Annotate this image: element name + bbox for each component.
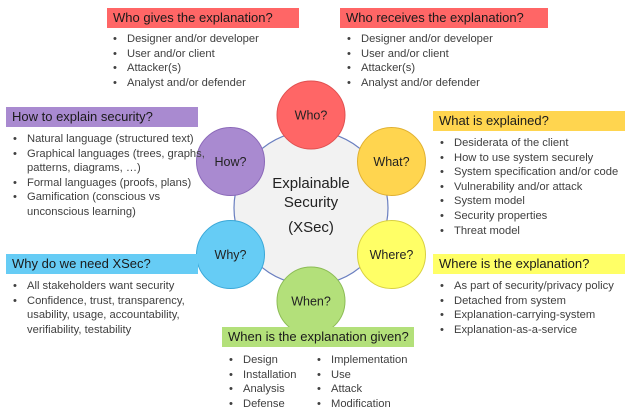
petal-where bbox=[357, 220, 426, 289]
how-list: Natural language (structured text)Graphi… bbox=[13, 132, 205, 220]
who-receives-item: Analyst and/or defender bbox=[347, 76, 547, 91]
who-receives-header: Who receives the explanation? bbox=[340, 8, 548, 28]
what-header: What is explained? bbox=[433, 111, 625, 131]
where-item: Detached from system bbox=[440, 294, 630, 309]
petal-who bbox=[276, 80, 346, 150]
when-item: Defense bbox=[229, 397, 319, 412]
who-gives-item: User and/or client bbox=[113, 47, 303, 62]
who-receives-title: Who receives the explanation? bbox=[346, 10, 524, 25]
center-line-3: (XSec) bbox=[288, 219, 334, 236]
where-list: As part of security/privacy policyDetach… bbox=[440, 279, 630, 337]
who-gives-title: Who gives the explanation? bbox=[113, 10, 273, 25]
how-item: Gamification (conscious vs unconscious l… bbox=[13, 190, 205, 219]
how-item: Formal languages (proofs, plans) bbox=[13, 176, 205, 191]
what-item: Security properties bbox=[440, 209, 628, 224]
what-item: How to use system securely bbox=[440, 151, 628, 166]
when-list-col1: DesignInstallationAnalysisDefense bbox=[229, 353, 319, 411]
when-item: Analysis bbox=[229, 382, 319, 397]
who-receives-item: User and/or client bbox=[347, 47, 547, 62]
how-header: How to explain security? bbox=[6, 107, 198, 127]
when-item: Attack bbox=[317, 382, 417, 397]
petal-what bbox=[357, 127, 426, 196]
petal-label-where: Where? bbox=[370, 248, 414, 262]
what-item: System specification and/or code bbox=[440, 165, 628, 180]
who-receives-item: Attacker(s) bbox=[347, 61, 547, 76]
where-item: As part of security/privacy policy bbox=[440, 279, 630, 294]
who-gives-item: Designer and/or developer bbox=[113, 32, 303, 47]
what-list: Desiderata of the clientHow to use syste… bbox=[440, 136, 628, 238]
when-list-col2: ImplementationUseAttackModification bbox=[317, 353, 417, 411]
when-item: Modification bbox=[317, 397, 417, 412]
when-item: Implementation bbox=[317, 353, 417, 368]
why-item: Confidence, trust, transparency, usabili… bbox=[13, 294, 205, 338]
where-item: Explanation-carrying-system bbox=[440, 308, 630, 323]
center-line-1: Explainable bbox=[272, 175, 350, 192]
what-item: Threat model bbox=[440, 224, 628, 239]
when-title: When is the explanation given? bbox=[228, 329, 409, 344]
where-item: Explanation-as-a-service bbox=[440, 323, 630, 338]
where-title: Where is the explanation? bbox=[439, 256, 590, 271]
petal-label-how: How? bbox=[215, 155, 247, 169]
center-line-2: Security bbox=[284, 194, 339, 211]
why-header: Why do we need XSec? bbox=[6, 254, 198, 274]
petal-label-what: What? bbox=[373, 155, 409, 169]
who-receives-item: Designer and/or developer bbox=[347, 32, 547, 47]
who-gives-header: Who gives the explanation? bbox=[107, 8, 299, 28]
when-header: When is the explanation given? bbox=[222, 327, 414, 347]
why-item: All stakeholders want security bbox=[13, 279, 205, 294]
what-item: Desiderata of the client bbox=[440, 136, 628, 151]
who-gives-list: Designer and/or developerUser and/or cli… bbox=[113, 32, 303, 90]
how-item: Natural language (structured text) bbox=[13, 132, 205, 147]
petal-label-when: When? bbox=[291, 295, 331, 309]
where-header: Where is the explanation? bbox=[433, 254, 625, 274]
when-item: Design bbox=[229, 353, 319, 368]
how-title: How to explain security? bbox=[12, 109, 153, 124]
what-item: System model bbox=[440, 194, 628, 209]
what-item: Vulnerability and/or attack bbox=[440, 180, 628, 195]
what-title: What is explained? bbox=[439, 113, 549, 128]
why-list: All stakeholders want securityConfidence… bbox=[13, 279, 205, 337]
when-item: Installation bbox=[229, 368, 319, 383]
petal-label-why: Why? bbox=[215, 248, 247, 262]
when-item: Use bbox=[317, 368, 417, 383]
who-gives-item: Analyst and/or defender bbox=[113, 76, 303, 91]
why-title: Why do we need XSec? bbox=[12, 256, 151, 271]
who-receives-list: Designer and/or developerUser and/or cli… bbox=[347, 32, 547, 90]
who-gives-item: Attacker(s) bbox=[113, 61, 303, 76]
how-item: Graphical languages (trees, graphs, patt… bbox=[13, 147, 205, 176]
petal-label-who: Who? bbox=[295, 109, 328, 123]
